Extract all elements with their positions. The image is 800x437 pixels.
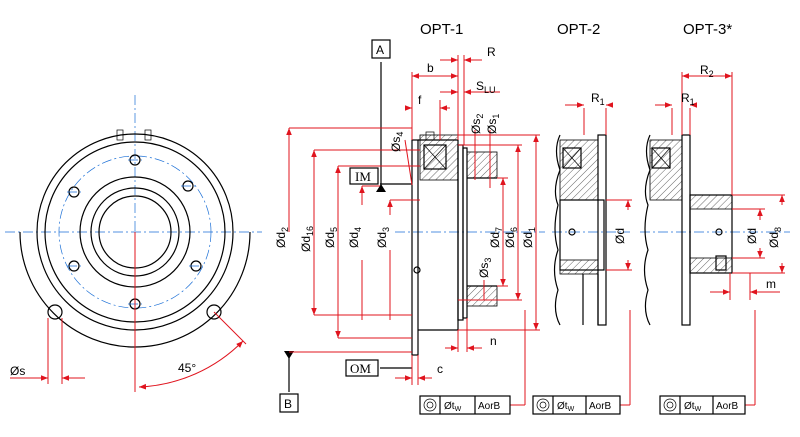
opt2-title: OPT-2 [557, 21, 600, 38]
opt3-dim-r2: R2 [700, 63, 714, 79]
dim-d1: Ød1 [521, 227, 537, 248]
datum-b-label: B [284, 397, 292, 411]
tol3-ref: AorB [716, 401, 739, 412]
dim-d5: Ød5 [323, 227, 339, 248]
opt3-hatch-upper [649, 139, 683, 201]
tolerance-frame-2: ØtW AorB [532, 395, 621, 415]
om-label: OM [350, 361, 371, 376]
opt1-length-dims [395, 55, 500, 385]
datum-a-label: A [376, 43, 384, 57]
angle-arc [138, 340, 244, 390]
opt3-dim-d: Ød [745, 228, 759, 244]
concentricity-icon [536, 398, 550, 412]
tol2-value: ØtW [557, 401, 575, 413]
opt1-plate-2 [462, 147, 468, 319]
dim-s4: Øs4 [389, 132, 405, 152]
angle-label: 45° [178, 361, 196, 375]
flange-hole-left [47, 304, 63, 320]
dim-n: n [490, 334, 497, 348]
datum-b-triangle [284, 351, 294, 359]
dim-d6: Ød6 [503, 227, 519, 248]
opt1-hub-lower [466, 285, 498, 307]
tol2-ref: AorB [589, 401, 612, 412]
datum-a-triangle [376, 184, 386, 192]
dim-d4: Ød4 [347, 227, 363, 248]
front-view [5, 95, 262, 392]
opt2-section [552, 102, 632, 326]
opt1-grease-nipple [425, 131, 435, 141]
opt1-flange [411, 139, 419, 356]
concentricity-icon [663, 398, 677, 412]
opt3-pin [715, 228, 723, 236]
opt2-hatch-upper [559, 139, 599, 201]
opt2-dim-d: Ød [613, 228, 627, 244]
tolerance-frame-1: ØtW AorB [419, 395, 511, 415]
opt3-hub-hatch-lower [689, 257, 733, 274]
dim-s1: Øs1 [485, 114, 501, 134]
opt3-dim-m: m [766, 277, 776, 291]
dim-d3: Ød3 [375, 227, 391, 248]
dim-s2: Øs2 [469, 114, 485, 134]
datum-system [284, 62, 412, 392]
opt3-dim-d8: Ød8 [767, 227, 783, 248]
opt3-bearing [651, 147, 671, 169]
top-lug-right [144, 129, 152, 141]
dim-d2: Ød2 [274, 227, 290, 248]
opt1-pin [413, 266, 421, 274]
bolt-pitch-circle [58, 155, 212, 309]
opt2-break-line [553, 134, 561, 326]
tol1-ref: AorB [478, 401, 501, 412]
opt3-plate [681, 134, 691, 326]
opt2-hatch-lower [559, 259, 599, 275]
tol3-value: ØtW [684, 401, 702, 413]
dim-s3: Øs3 [477, 258, 493, 278]
datum-a-box [371, 39, 391, 59]
opt3-key [715, 255, 727, 271]
opt2-plate [597, 134, 607, 326]
dim-c: c [437, 362, 443, 376]
opt2-dim-r1: R1 [591, 91, 605, 107]
tol1-value: ØtW [444, 401, 462, 413]
om-box [345, 359, 379, 377]
flange-hole-right [206, 304, 222, 320]
opt1-title: OPT-1 [420, 21, 463, 38]
dim-slu: SLU [476, 79, 496, 95]
opt2-bearing [562, 147, 582, 169]
opt3-break-line [643, 134, 651, 326]
opt1-hatch-upper [419, 134, 459, 181]
opt3-title: OPT-3* [683, 21, 732, 38]
top-lug-left [116, 129, 124, 141]
opt3-section [640, 72, 790, 326]
datum-b-box [279, 393, 299, 413]
concentricity-icon [423, 398, 437, 412]
im-label: IM [355, 169, 371, 184]
dim-d16: Ød16 [299, 226, 315, 252]
opt3-dim-r1: R1 [681, 91, 695, 107]
opt1-plate-1 [457, 144, 464, 321]
hole-diameter-label: Øs [10, 364, 25, 378]
opt1-bearing [423, 144, 447, 170]
tolerance-frame-3: ØtW AorB [659, 395, 746, 415]
opt2-pin [568, 228, 576, 236]
dim-b: b [427, 61, 434, 75]
dim-r: R [487, 45, 496, 59]
opt3-hub-hatch-upper [689, 194, 733, 210]
opt1-diameter-dims [286, 127, 540, 353]
im-box [349, 167, 379, 185]
opt1-hub-upper [466, 151, 498, 179]
dim-f: f [418, 93, 422, 107]
dim-d7: Ød7 [488, 227, 504, 248]
angle-ray [213, 311, 247, 345]
